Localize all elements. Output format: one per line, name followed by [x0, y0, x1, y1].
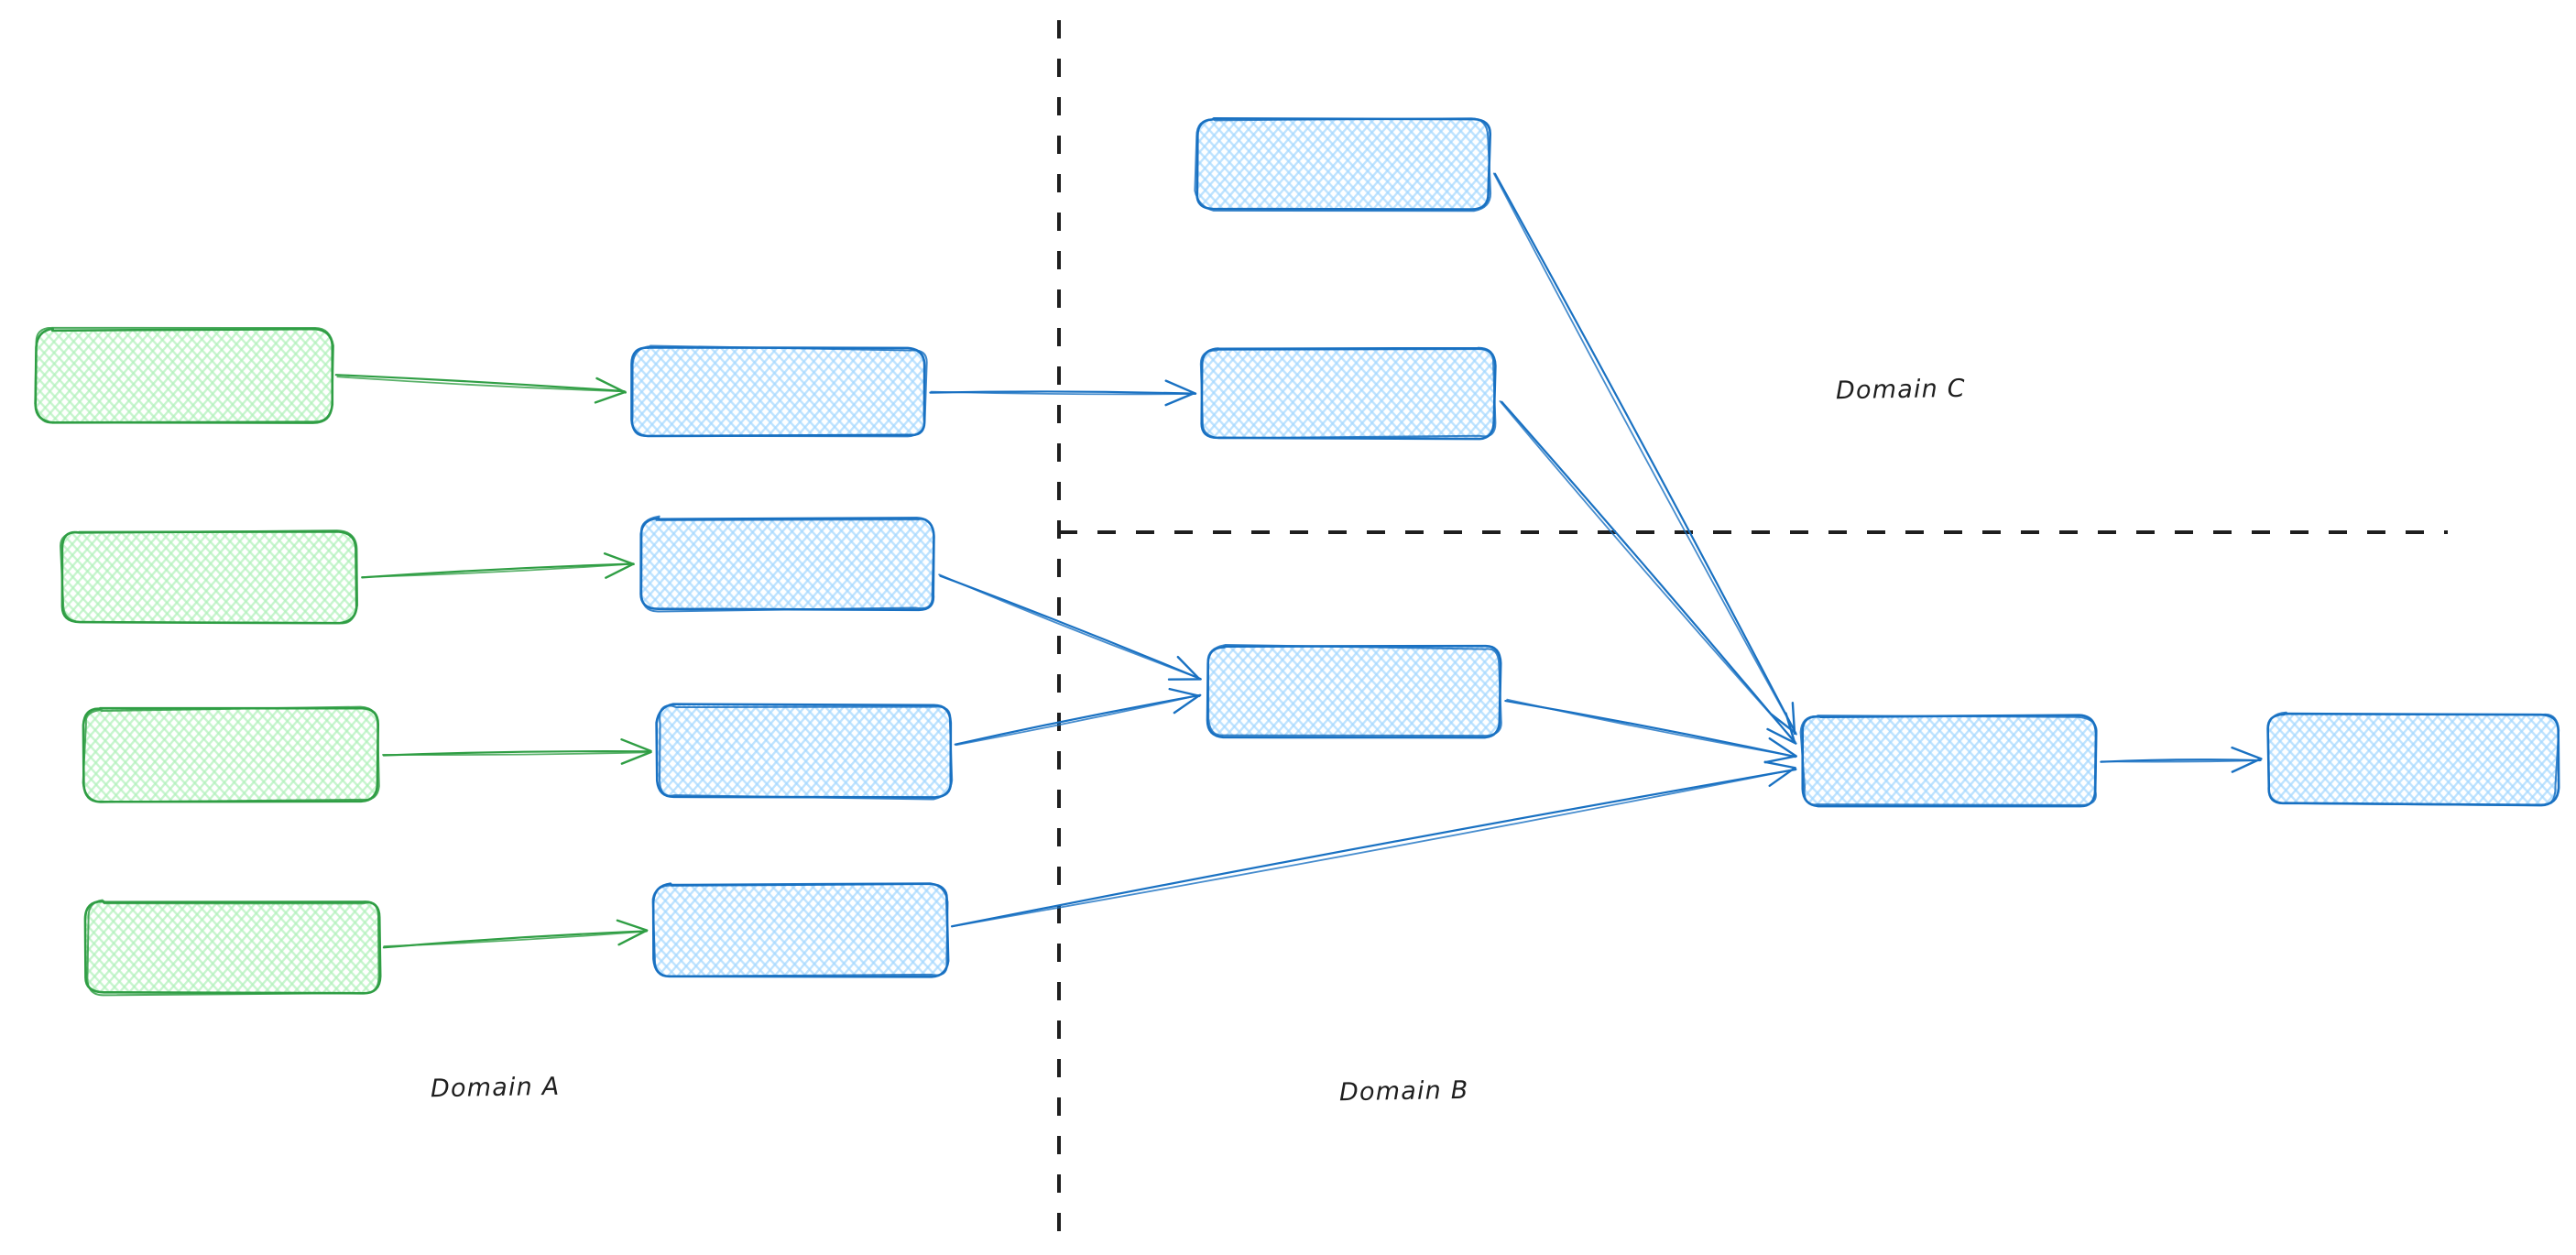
node-fill-b4 [654, 885, 947, 977]
node-hit-b3[interactable] [658, 705, 951, 797]
node-b2[interactable] [639, 515, 935, 613]
node-fill-c1 [1196, 119, 1490, 209]
edge-b1-c2 [929, 379, 1197, 407]
domain-label-domain-a: Domain A [430, 1072, 561, 1104]
edge-a3-b3 [382, 737, 652, 765]
edge-b4-d1 [950, 760, 1797, 928]
node-a3[interactable] [82, 705, 380, 803]
node-a1[interactable] [34, 326, 334, 424]
node-c3[interactable] [1206, 643, 1502, 739]
node-d2[interactable] [2266, 711, 2560, 807]
edge-d1-d2 [2100, 746, 2263, 773]
node-d1[interactable] [1799, 714, 2098, 808]
node-hit-a3[interactable] [84, 709, 377, 801]
domain-label-domain-b: Domain B [1338, 1075, 1469, 1108]
node-c2[interactable] [1199, 346, 1497, 441]
node-hit-c1[interactable] [1196, 119, 1490, 209]
node-fill-b3 [658, 705, 951, 797]
node-fill-a3 [84, 709, 377, 801]
node-fill-c3 [1207, 647, 1501, 737]
node-hit-a4[interactable] [86, 901, 379, 993]
node-hit-d1[interactable] [1803, 716, 2096, 806]
domain-label-domain-c: Domain C [1835, 374, 1967, 406]
node-hit-a2[interactable] [62, 531, 355, 623]
edge-b2-c3 [938, 573, 1202, 681]
node-hit-b4[interactable] [654, 885, 947, 977]
node-a2[interactable] [60, 529, 359, 625]
node-fill-a1 [37, 330, 332, 421]
node-fill-b2 [641, 518, 934, 610]
node-c1[interactable] [1194, 117, 1492, 213]
node-fill-d2 [2268, 715, 2558, 804]
node-hit-d2[interactable] [2268, 715, 2558, 804]
node-b1[interactable] [630, 344, 928, 438]
node-fill-d1 [1803, 716, 2096, 806]
node-fill-b1 [632, 348, 925, 436]
edge-b3-c3 [954, 687, 1202, 747]
node-hit-c2[interactable] [1202, 348, 1495, 438]
node-hit-b1[interactable] [632, 348, 925, 436]
node-hit-a1[interactable] [37, 330, 332, 421]
edge-c1-d1 [1492, 172, 1797, 736]
node-a4[interactable] [83, 899, 382, 997]
edge-c3-d1 [1504, 698, 1798, 764]
node-fill-a2 [62, 531, 355, 623]
node-b3[interactable] [655, 703, 954, 801]
node-fill-a4 [86, 901, 379, 993]
edge-a2-b2 [361, 552, 635, 579]
edge-a4-b4 [382, 919, 649, 949]
edge-c2-d1 [1499, 400, 1797, 745]
node-hit-c3[interactable] [1207, 647, 1501, 737]
node-hit-b2[interactable] [641, 518, 934, 610]
edge-a1-b1 [334, 374, 627, 404]
node-b4[interactable] [651, 882, 950, 978]
node-fill-c2 [1202, 348, 1495, 438]
